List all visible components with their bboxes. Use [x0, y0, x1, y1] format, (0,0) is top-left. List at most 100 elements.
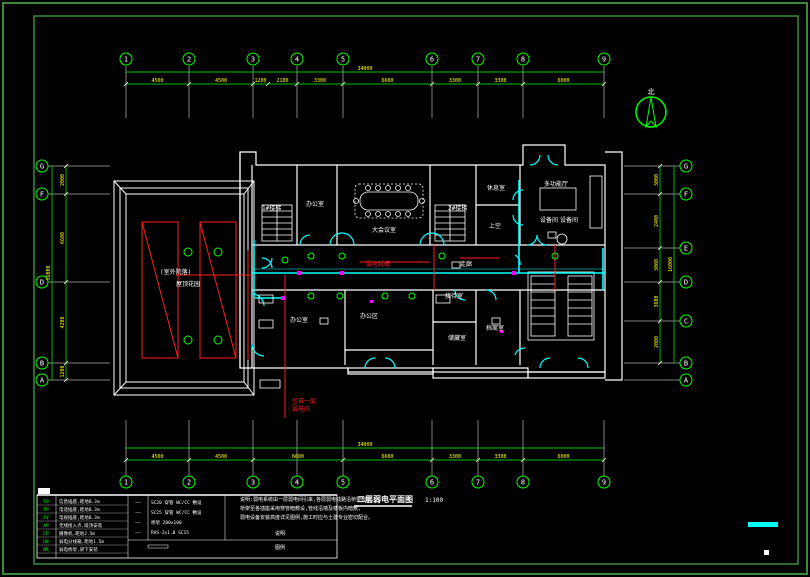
row-bubble-right-B [679, 356, 693, 370]
left-tick [63, 191, 69, 197]
corner-tag [764, 550, 769, 555]
axis-label-2: 2 [187, 56, 191, 64]
legend-symbol: MR [43, 547, 49, 553]
legend-symbol: HB [43, 539, 49, 545]
small-symbols [258, 231, 557, 389]
note-line-1: 说明:弱电系统由一层弱电间引来,各层弱电线路沿桥架敷设, [240, 496, 374, 503]
axis-label-6: 6 [430, 56, 434, 64]
right-dim-label: 3000 [654, 259, 660, 271]
legend-right-text: 桥架 200x100 [151, 519, 182, 526]
top-dim-label: 3300 [494, 78, 506, 84]
axis-label-9: 9 [602, 479, 606, 487]
axis-bubble-4 [290, 475, 304, 489]
room-labels: 1#楼梯 2#楼梯 办公室 大会议室 休息室 上空 走廊 办公室 办公区 接待室… [160, 180, 578, 413]
bottom-tick [340, 457, 346, 463]
row-bubble-right-C [679, 314, 693, 328]
note-line-3: 弱电设备安装高度详见图例,施工时应与土建专业密切配合。 [240, 514, 373, 521]
axis-bubble-2 [182, 52, 196, 66]
row-label-right-G: G [684, 163, 688, 171]
legend-right-text: SC25 穿管 WC/CC 敷设 [151, 509, 202, 516]
axis-label-5: 5 [341, 479, 345, 487]
drawing-title: 二层弱电平面图 [357, 494, 413, 504]
axis-label-2: 2 [187, 479, 191, 487]
cable-tray [252, 180, 605, 299]
right-tick [657, 245, 663, 251]
row-label-left-B: B [40, 360, 44, 368]
left-tick [63, 360, 69, 366]
bottom-dim-label: 6600 [292, 454, 304, 460]
magenta-markers [281, 271, 516, 333]
axis-label-8: 8 [521, 479, 525, 487]
legend-right-symbol: —— [135, 521, 141, 526]
axis-bubble-3 [246, 52, 260, 66]
row-bubble-right-G [679, 159, 693, 173]
room-label-corridor: 走廊 [460, 260, 472, 268]
left-tick [63, 163, 69, 169]
north-arrow-label: 北 [648, 88, 655, 96]
bottom-dim-label: 6000 [557, 454, 569, 460]
bottom-dim-label: 3300 [449, 454, 461, 460]
axis-label-8: 8 [521, 56, 525, 64]
row-label-left-D: D [40, 279, 44, 287]
bottom-tick [475, 457, 481, 463]
axis-label-4: 4 [295, 56, 299, 64]
axis-bubble-7 [471, 475, 485, 489]
top-tick [123, 81, 129, 87]
device-symbols [183, 247, 559, 345]
right-tick [657, 191, 663, 197]
axis-label-7: 7 [476, 479, 480, 487]
legend-symbol: TP [43, 507, 49, 513]
general-notes: 说明:弱电系统由一层弱电间引来,各层弱电线路沿桥架敷设, 桥架至各插座采用穿管暗… [240, 496, 374, 521]
top-dim-label: 3300 [449, 78, 461, 84]
axis-bubble-1 [119, 52, 133, 66]
legend-right-text: RVS-2x1.0 SC15 [151, 530, 189, 536]
axis-bubble-6 [425, 475, 439, 489]
bottom-dim-label: 4500 [215, 454, 227, 460]
left-dim-label: 6600 [60, 232, 66, 244]
axis-bubble-8 [516, 475, 530, 489]
riser-note-1: 引自一层 [292, 397, 316, 405]
room-label-reception: 接待室 [445, 292, 463, 300]
row-label-left-G: G [40, 163, 44, 171]
top-tick [429, 81, 435, 87]
right-tick [657, 163, 663, 169]
stair-2-symbol [434, 204, 466, 242]
courtyard-block [113, 180, 255, 396]
legend-text: 电话插座,距地0.3m [59, 506, 100, 513]
equipment-units [527, 175, 603, 341]
cable-tray-label: 弱电线槽 [366, 260, 390, 268]
axis-label-7: 7 [476, 56, 480, 64]
room-label-office-b: 办公室 [290, 316, 308, 324]
bottom-tick [601, 457, 607, 463]
legend-symbol: CP [43, 531, 49, 537]
right-tick [657, 318, 663, 324]
bottom-tick [520, 457, 526, 463]
row-bubble-left-G [35, 159, 49, 173]
axis-bubble-2 [182, 475, 196, 489]
axis-bubble-6 [425, 52, 439, 66]
row-bubble-right-D [679, 275, 693, 289]
row-bubble-right-A [679, 373, 693, 387]
axis-label-3: 3 [251, 479, 255, 487]
note-line-2: 桥架至各插座采用穿管暗敷设,管线沿墙及楼板内暗敷, [240, 505, 361, 512]
room-label-stair2: 2#楼梯 [448, 204, 467, 212]
legend-note-sub: 图例 [275, 544, 285, 551]
axis-bubble-4 [290, 52, 304, 66]
room-label-office-a: 办公室 [306, 200, 324, 208]
right-dim-label: 2400 [654, 215, 660, 227]
legend-symbol: TV [43, 515, 49, 521]
axis-bubble-3 [246, 475, 260, 489]
bottom-dim-label: 6600 [381, 454, 393, 460]
bottom-overall-label: 34000 [357, 442, 372, 448]
right-overall-label: 16000 [668, 257, 674, 272]
room-label-court-sub: 屋顶花园 [176, 280, 200, 288]
top-dim-label: 4500 [215, 78, 227, 84]
room-label-meeting: 大会议室 [372, 226, 396, 234]
row-label-right-A: A [684, 377, 689, 385]
legend-symbol: AP [43, 523, 49, 529]
left-dim-label: 1200 [60, 365, 66, 377]
top-dim-label: 4500 [151, 78, 163, 84]
legend-text: 信息插座,距地0.3m [59, 498, 100, 505]
axis-label-3: 3 [251, 56, 255, 64]
